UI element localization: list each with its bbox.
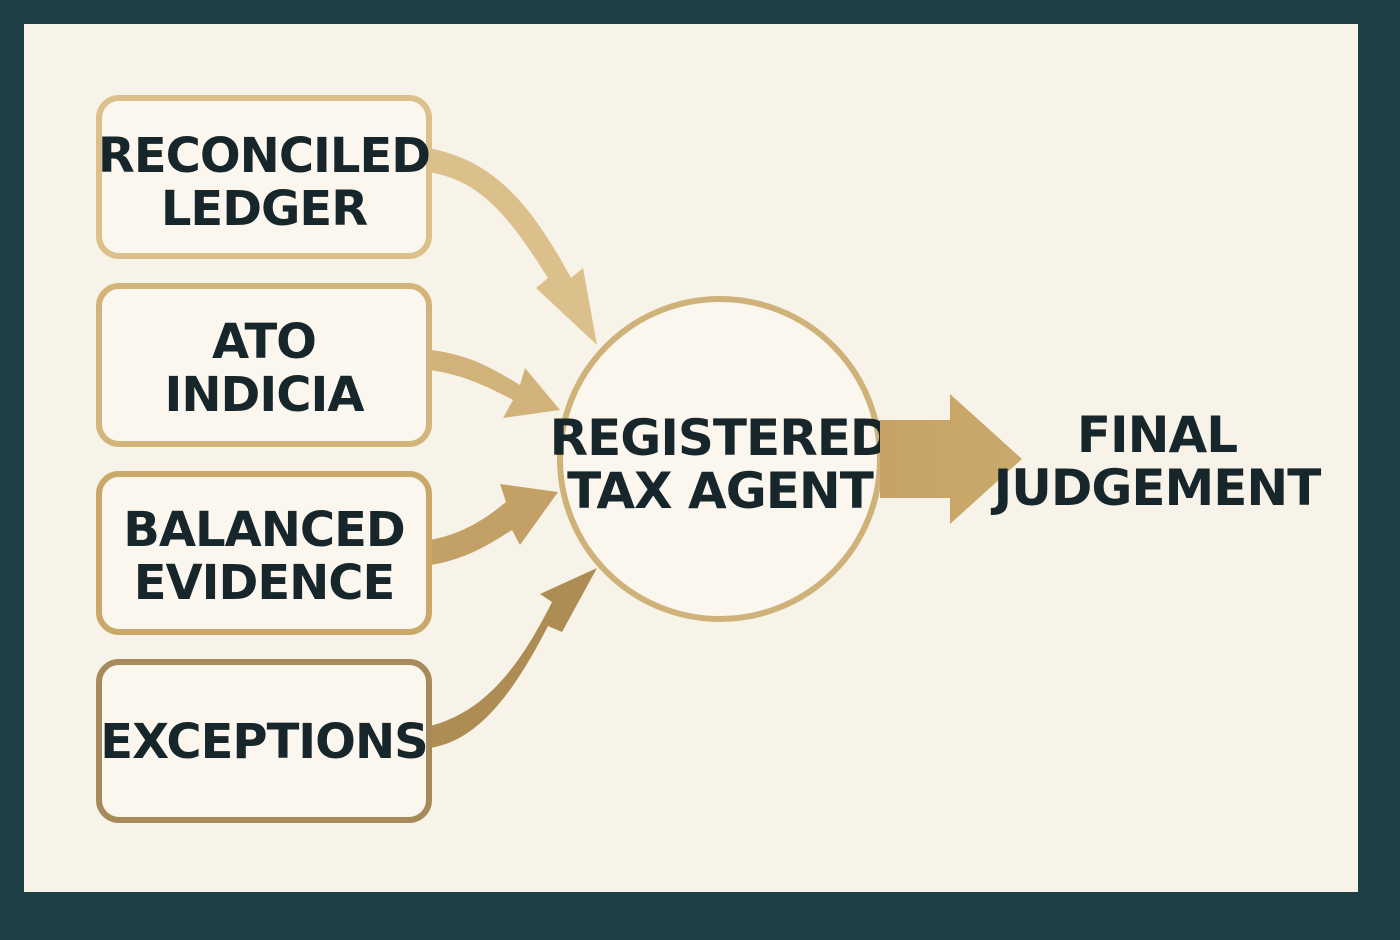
input-box-exceptions	[96, 659, 432, 823]
input-label-line: LEDGER	[161, 181, 367, 237]
arrow-ato-indicia-to-agent	[430, 350, 560, 418]
input-box-ato-indicia	[96, 283, 432, 447]
input-box-balanced-evidence	[96, 471, 432, 635]
input-label-line: BALANCED	[123, 502, 405, 558]
input-label-line: ATO	[212, 314, 316, 370]
input-label-line: EVIDENCE	[134, 555, 395, 611]
arrow-reconciled-ledger-to-agent	[428, 148, 597, 345]
center-label-line: REGISTERED	[550, 409, 891, 467]
input-label-line: EXCEPTIONS	[100, 714, 427, 770]
center-label-line: TAX AGENT	[567, 462, 874, 520]
input-label-line: INDICIA	[165, 367, 365, 423]
arrow-exceptions-to-agent	[430, 568, 597, 748]
arrow-balanced-evidence-to-agent	[430, 484, 558, 565]
output-label-line: FINAL	[1077, 406, 1237, 464]
input-box-reconciled-ledger	[96, 95, 432, 259]
input-label-line: RECONCILED	[98, 128, 430, 184]
arrow-agent-to-judgement	[880, 394, 1022, 524]
output-label-line: JUDGEMENT	[991, 459, 1322, 517]
